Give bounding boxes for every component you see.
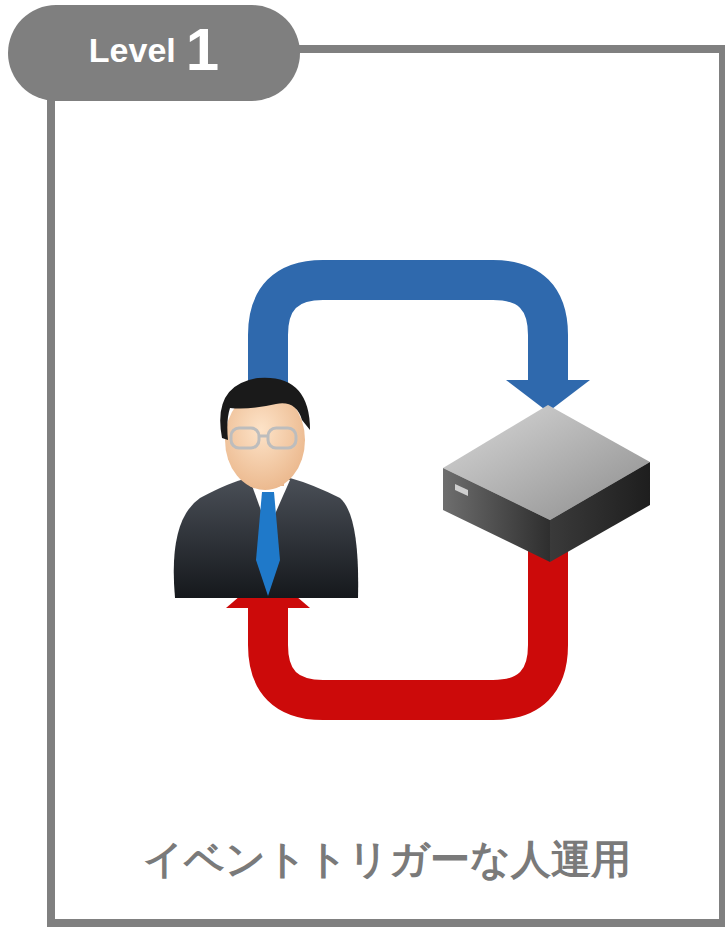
person-icon	[174, 378, 358, 598]
person-glasses	[268, 428, 296, 448]
server-icon	[443, 405, 650, 562]
server-front	[443, 468, 550, 562]
blue-arrow	[268, 280, 548, 395]
level-tab: Level 1	[8, 5, 300, 101]
server-led	[455, 484, 468, 496]
person-tie	[256, 492, 280, 596]
level-label: 1	[186, 20, 219, 80]
person-glasses	[231, 428, 259, 448]
caption-text: イベントトリガーな人運用	[55, 835, 719, 883]
server-side	[550, 462, 650, 562]
level-label: Level	[89, 33, 176, 67]
person-glasses	[259, 435, 268, 438]
person-suit	[174, 478, 358, 598]
